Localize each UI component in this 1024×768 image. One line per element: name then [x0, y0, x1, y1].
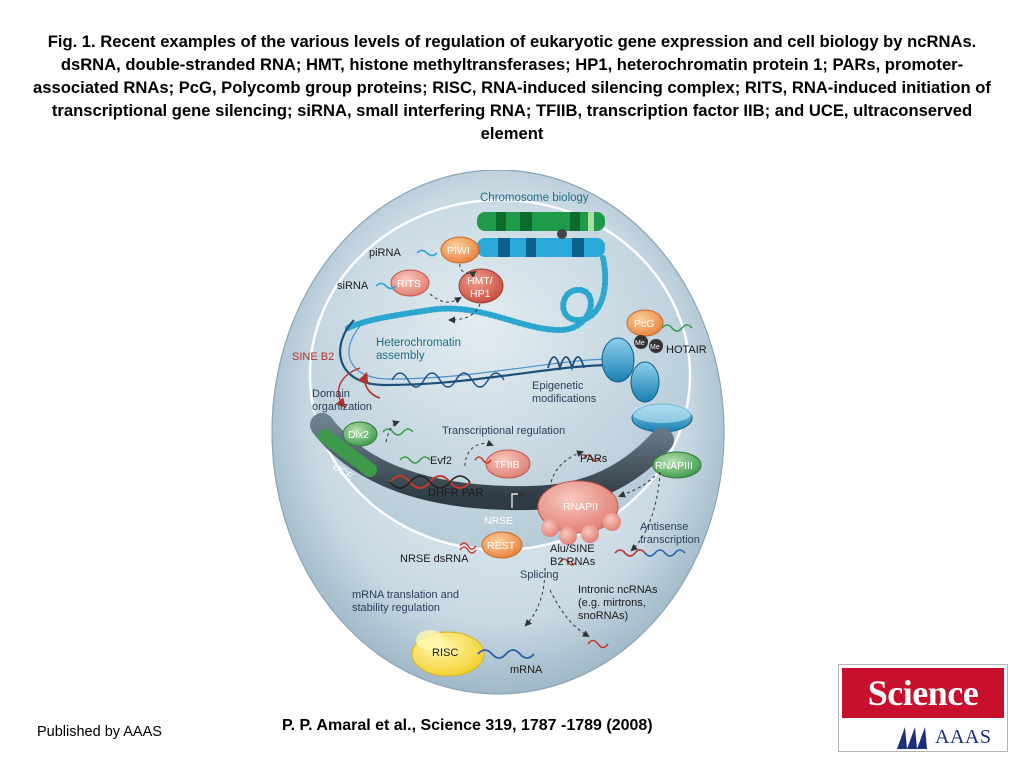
- ncrna-regulation-diagram: Chromosome biology piRNA PIWI siRNA RITS…: [270, 170, 730, 700]
- science-aaas-logo: Science AAAS: [838, 664, 1008, 752]
- citation: P. P. Amaral et al., Science 319, 1787 -…: [282, 717, 653, 734]
- label-mrna: mRNA: [510, 664, 543, 676]
- label-intronic-ncrnas: Intronic ncRNAs: [578, 584, 658, 596]
- label-risc: RISC: [432, 647, 458, 659]
- label-mrna-translation: mRNA translation and: [352, 589, 459, 601]
- label-dlx2: Dlx2: [348, 429, 369, 441]
- label-nrse: NRSE: [484, 515, 513, 527]
- figure-caption: Fig. 1. Recent examples of the various l…: [33, 32, 991, 143]
- label-snornas: snoRNAs): [578, 610, 628, 622]
- label-me-2: Me: [650, 344, 660, 351]
- aaas-triangles-icon: [897, 727, 927, 749]
- published-by: Published by AAAS: [37, 724, 162, 740]
- label-rits: RITS: [397, 278, 421, 290]
- label-pcg: PcG: [634, 318, 654, 330]
- label-me-1: Me: [635, 340, 645, 347]
- chromatin-fiber: [345, 255, 609, 334]
- label-domain: Domain: [312, 388, 350, 400]
- label-nrse-dsrna: NRSE dsRNA: [400, 553, 469, 565]
- label-hmt: HMT/: [467, 275, 493, 287]
- label-sine-b2: SINE B2: [292, 351, 334, 363]
- label-dhfr-par: DHFR PAR: [428, 487, 483, 499]
- label-rnapiii: RNAPIII: [655, 460, 693, 472]
- aaas-wordmark: AAAS: [935, 726, 992, 748]
- label-heterochromatin: Heterochromatin: [376, 337, 461, 349]
- label-stability-regulation: stability regulation: [352, 602, 440, 614]
- label-transcriptional-regulation: Transcriptional regulation: [442, 425, 565, 437]
- label-splicing: Splicing: [520, 569, 559, 581]
- label-organization: organization: [312, 401, 372, 413]
- label-chromosome-biology: Chromosome biology: [480, 192, 589, 204]
- label-assembly: assembly: [376, 350, 425, 362]
- label-piwi: PIWI: [447, 245, 470, 257]
- label-evf2: Evf2: [430, 455, 452, 467]
- label-rest: REST: [487, 540, 516, 552]
- label-pars: PARs: [580, 453, 608, 465]
- label-antisense: Antisense: [640, 521, 688, 533]
- science-logo-band: Science: [842, 668, 1004, 718]
- label-modifications: modifications: [532, 393, 597, 405]
- label-transcription: transcription: [640, 534, 700, 546]
- label-rnapii: RNAPII: [563, 501, 598, 513]
- chromosome-icon: [477, 212, 605, 257]
- label-mirtrons: (e.g. mirtrons,: [578, 597, 646, 609]
- process-arrows: [385, 263, 661, 638]
- label-hp1: HP1: [470, 288, 491, 300]
- science-wordmark: Science: [867, 673, 979, 713]
- rna-squiggles: [375, 249, 693, 659]
- label-hotair: HOTAIR: [666, 344, 707, 356]
- label-sirna: siRNA: [337, 280, 369, 292]
- protein-complexes: [342, 236, 702, 677]
- label-alu-sine: Alu/SINE: [550, 543, 595, 555]
- label-pirna: piRNA: [369, 247, 401, 259]
- nucleosome-icon: [601, 337, 693, 433]
- label-tfiib: TFIIB: [494, 459, 520, 471]
- dna-strand-band: [310, 413, 674, 511]
- label-epigenetic: Epigenetic: [532, 380, 584, 392]
- dna-backbone: [339, 319, 616, 388]
- label-b2-rnas: B2 RNAs: [550, 556, 596, 568]
